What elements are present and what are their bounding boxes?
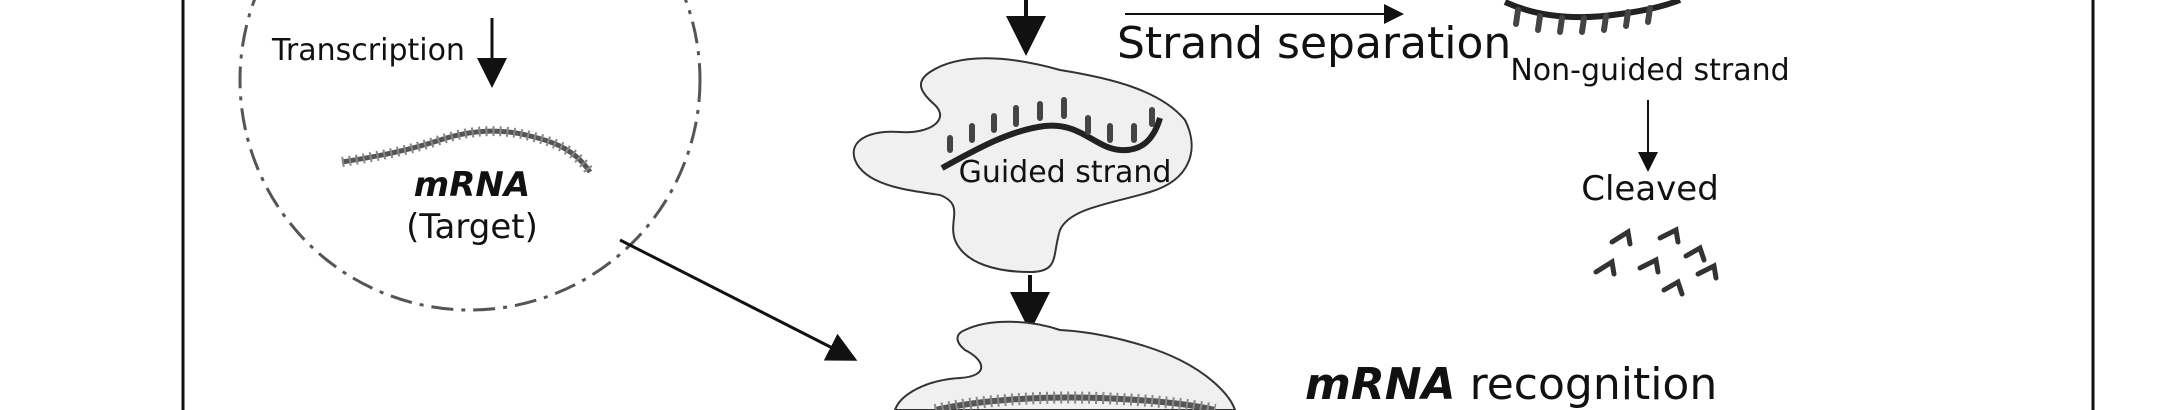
cell-nucleus-circle xyxy=(238,0,702,312)
target-label: (Target) xyxy=(406,207,538,247)
cleaved-label: Cleaved xyxy=(1581,169,1719,209)
guided-strand-icon xyxy=(940,97,1163,171)
transcription-label: Transcription xyxy=(271,33,465,68)
guided-complex-protein xyxy=(852,57,1193,274)
outer-frame xyxy=(181,0,2095,410)
recognition-mrna-word: mRNA xyxy=(1305,359,1456,410)
mrna-strand-icon xyxy=(341,126,595,175)
cleaved-fragments-icon xyxy=(1593,226,1719,297)
non-guided-strand-icon xyxy=(1503,0,1682,35)
mrna-recognition-label: mRNA recognition xyxy=(1305,359,1717,410)
non-guided-strand-label: Non-guided strand xyxy=(1510,53,1789,88)
recognition-word: recognition xyxy=(1456,359,1718,410)
recognition-complex-protein xyxy=(893,320,1237,410)
guided-strand-label: Guided strand xyxy=(959,155,1172,190)
mrna-label: mRNA xyxy=(414,165,530,205)
recognition-strand-icon xyxy=(933,391,1217,410)
mrna-to-complex-arrow xyxy=(619,238,858,361)
strand-separation-label: Strand separation xyxy=(1117,18,1511,69)
